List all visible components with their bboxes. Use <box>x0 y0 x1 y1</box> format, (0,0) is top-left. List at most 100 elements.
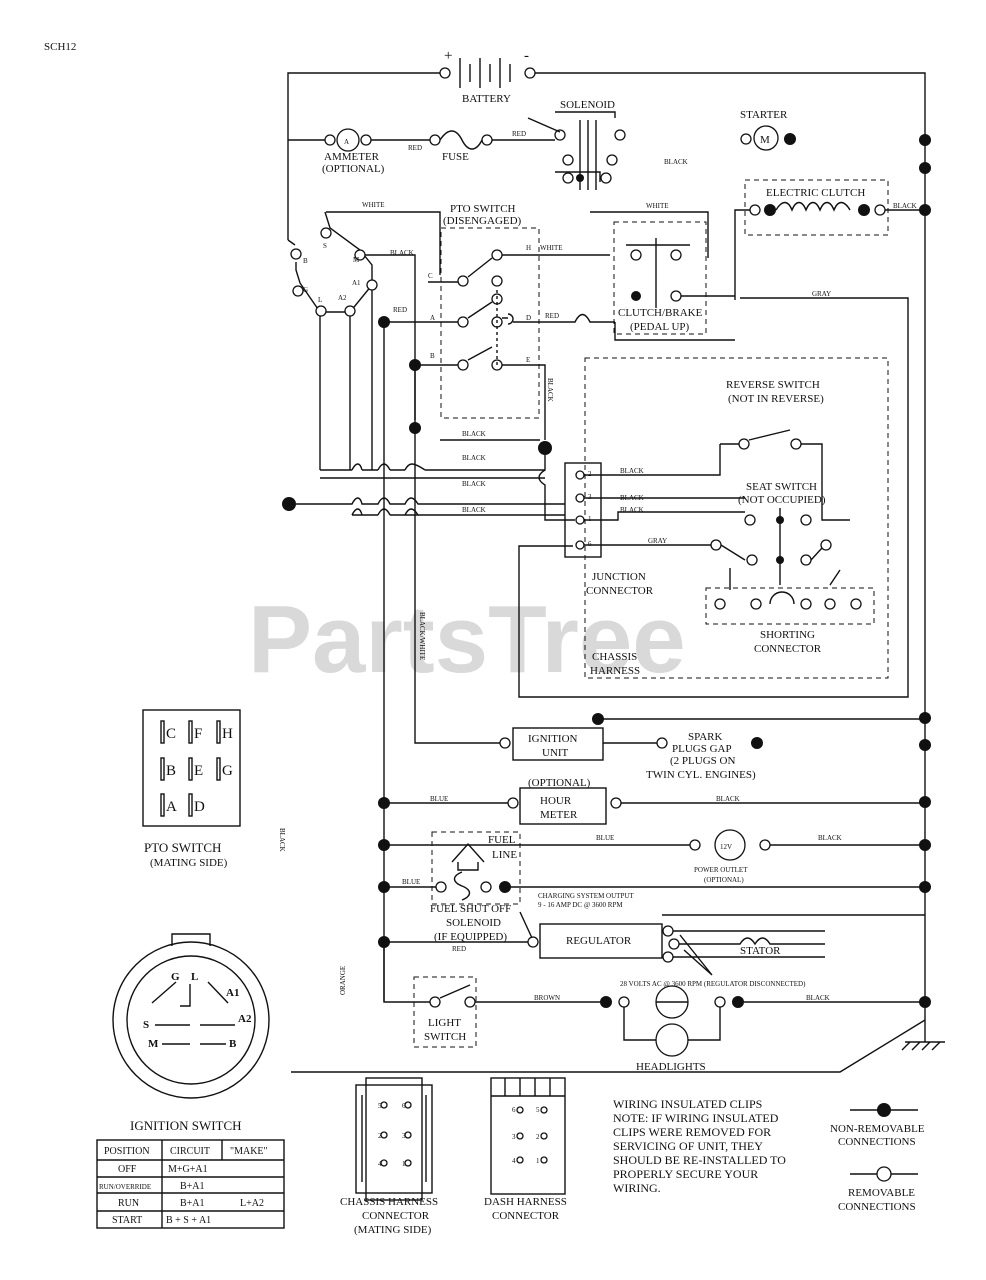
chassis-pin-3: 3 <box>402 1132 406 1140</box>
chassis-pin-4: 4 <box>378 1160 382 1168</box>
table-r2-circ: B+A1 <box>180 1198 205 1209</box>
wire-black-sol: BLACK <box>664 158 688 166</box>
ground <box>291 1019 945 1073</box>
ammeter-sub: (OPTIONAL) <box>322 163 385 175</box>
table-r0-circ: M+G+A1 <box>168 1164 208 1175</box>
legend-fixed-dot <box>877 1103 891 1117</box>
wire-black-po: BLACK <box>818 834 842 842</box>
chassis-pin-1: 1 <box>402 1160 406 1168</box>
fuel-line-l2: LINE <box>492 849 517 861</box>
wire-black-h1: BLACK <box>462 454 486 462</box>
ign-term-m: M <box>353 256 360 264</box>
ign-term-l: L <box>318 296 322 304</box>
junction-pin-3: 3 <box>588 493 592 501</box>
black-wires-mid: BLACK BLACK BLACK BLACK <box>282 430 565 516</box>
pto-mating-sub: (MATING SIDE) <box>150 857 228 869</box>
pto-term-d: D <box>526 314 531 322</box>
power-outlet-l1: POWER OUTLET <box>694 866 748 874</box>
chassis-pin-2: 2 <box>378 1132 382 1140</box>
table-h-position: POSITION <box>104 1146 150 1157</box>
battery-label: BATTERY <box>462 93 511 105</box>
wire-gray-j6: GRAY <box>648 537 667 545</box>
legend: NON-REMOVABLE CONNECTIONS REMOVABLE CONN… <box>830 1103 925 1213</box>
ign-face-s: S <box>143 1019 149 1031</box>
light-switch-l1: LIGHT <box>428 1017 461 1029</box>
hour-meter-l2: METER <box>540 809 578 821</box>
power-outlet-l2: (OPTIONAL) <box>704 876 744 884</box>
legend-removable-dot <box>876 1166 892 1182</box>
wire-black-h0: BLACK <box>462 430 486 438</box>
fuel-sol-l2: SOLENOID <box>446 917 501 929</box>
wire-white-pto: WHITE <box>540 244 563 252</box>
seat-switch-label: SEAT SWITCH <box>746 481 817 493</box>
wire-orange: ORANGE <box>339 966 347 995</box>
note-l6: PROPERLY SECURE YOUR <box>613 1167 758 1181</box>
wire-red-pto2: RED <box>545 312 559 320</box>
headlights-label: HEADLIGHTS <box>636 1061 706 1073</box>
chassis-harness-connector: 5 6 2 3 4 1 CHASSIS HARNESS CONNECTOR (M… <box>340 1077 438 1236</box>
pto-term-h: H <box>526 244 531 252</box>
junction-connector: 2 3 1 6 JUNCTION CONNECTOR BLACK BLACK B… <box>538 410 745 597</box>
fuel-sol-l3: (IF EQUIPPED) <box>434 931 507 943</box>
note-l1: WIRING INSULATED CLIPS <box>613 1097 762 1111</box>
dash-pin-4: 4 <box>512 1157 516 1165</box>
reverse-seat-region: REVERSE SWITCH (NOT IN REVERSE) SEAT SWI… <box>584 357 889 679</box>
pto-grid-a: A <box>166 799 177 815</box>
wire-red-pto: RED <box>393 306 407 314</box>
light-switch-l2: SWITCH <box>424 1031 466 1043</box>
dash-pin-5: 5 <box>536 1106 540 1114</box>
hour-meter-opt: (OPTIONAL) <box>528 777 591 789</box>
wire-white-cb: WHITE <box>646 202 669 210</box>
wire-black-h2: BLACK <box>462 480 486 488</box>
battery-plus: + <box>444 48 452 64</box>
spark-l3: (2 PLUGS ON <box>670 755 735 767</box>
pto-grid-b: B <box>166 763 176 779</box>
wire-blue-po: BLUE <box>596 834 614 842</box>
pto-term-a: A <box>430 314 435 322</box>
pto-grid-e: E <box>194 763 203 779</box>
power-outlet-symbol: 12V <box>720 843 732 851</box>
ignition-switch-face: G L A1 A2 S M B IGNITION SWITCH <box>112 933 270 1133</box>
seat-switch-sub: (NOT OCCUPIED) <box>738 494 826 506</box>
spark-l2: PLUGS GAP <box>672 743 732 755</box>
charging-l1: CHARGING SYSTEM OUTPUT <box>538 892 634 900</box>
fuse-label: FUSE <box>442 151 469 163</box>
wire-black-clutch: BLACK <box>893 202 917 210</box>
fuel-line-l1: FUEL <box>488 834 516 846</box>
ign-face-a2: A2 <box>238 1013 252 1025</box>
dash-conn-l2: CONNECTOR <box>492 1210 560 1222</box>
regulator: RED REGULATOR STATOR 28 VOLTS AC @ 3600 … <box>384 911 925 988</box>
ign-term-s: S <box>323 242 327 250</box>
pto-term-e: E <box>526 356 530 364</box>
ammeter-fuse-row: A AMMETER (OPTIONAL) FUSE RED RED <box>287 112 566 240</box>
electric-clutch-label: ELECTRIC CLUTCH <box>766 187 865 199</box>
watermark: PartsTree <box>248 586 686 693</box>
pto-grid-h: H <box>222 726 233 742</box>
junction-pin-2: 2 <box>588 470 592 478</box>
chassis-pin-6: 6 <box>402 1102 406 1110</box>
dash-harness-connector: 6 5 3 2 4 1 DASH HARNESS CONNECTOR <box>484 1077 567 1222</box>
table-r3-circ: B + S + A1 <box>166 1215 211 1226</box>
gray-wire: GRAY <box>518 290 909 698</box>
pto-grid-g: G <box>222 763 233 779</box>
starter: STARTER M <box>740 109 796 151</box>
note-l7: WIRING. <box>613 1181 661 1195</box>
wire-red-2: RED <box>512 130 526 138</box>
ignition-unit: IGNITION UNIT SPARK PLUGS GAP (2 PLUGS O… <box>499 713 930 781</box>
ign-face-m: M <box>148 1038 159 1050</box>
dash-pin-3: 3 <box>512 1133 516 1141</box>
ac-note: 28 VOLTS AC @ 3600 RPM (REGULATOR DISCON… <box>620 980 806 988</box>
spark-l4: TWIN CYL. ENGINES) <box>646 769 756 781</box>
pto-top-sub: (DISENGAGED) <box>443 215 522 227</box>
junction-pin-1: 1 <box>588 515 592 523</box>
chassis-pin-5: 5 <box>378 1102 382 1110</box>
table-r2-make: L+A2 <box>240 1198 264 1209</box>
pto-switch-top: PTO SWITCH (DISENGAGED) C H A D B E WHIT… <box>378 203 615 434</box>
wire-black-h3: BLACK <box>462 506 486 514</box>
light-switch: LIGHT SWITCH BROWN <box>383 942 600 1048</box>
wire-red-reg: RED <box>452 945 466 953</box>
wire-black-hm: BLACK <box>716 795 740 803</box>
pto-term-b: B <box>430 352 435 360</box>
note-l5: SHOULD BE RE-INSTALLED TO <box>613 1153 786 1167</box>
regulator-label: REGULATOR <box>566 935 632 947</box>
